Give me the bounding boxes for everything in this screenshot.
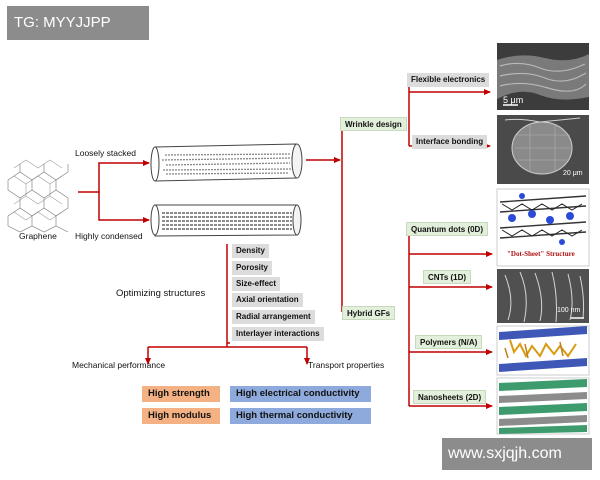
structure-item-axial-orientation: Axial orientation (232, 293, 303, 307)
sem-flexible-image (497, 43, 589, 110)
optimizing-structures-label: Optimizing structures (116, 288, 206, 299)
nanosheet-stack-image (496, 377, 590, 435)
hybrid-gfs-box: Hybrid GFs (342, 306, 396, 320)
structure-item-density: Density (232, 244, 269, 258)
cnt-scale-label: 100 nm (557, 307, 581, 314)
loose-fiber-icon (150, 143, 303, 182)
dot-sheet-structure-image (496, 188, 590, 267)
nanosheets-box: Nanosheets (2D) (413, 390, 487, 404)
sem-interface-image (497, 115, 589, 184)
wrinkle-design-box: Wrinkle design (340, 117, 407, 131)
flexible-electronics-box: Flexible electronics (407, 73, 490, 87)
polymers-box: Polymers (N/A) (415, 335, 483, 349)
structure-item-interlayer-interactions: Interlayer interactions (232, 327, 324, 341)
loosely-stacked-label: Loosely stacked (75, 148, 136, 158)
sem2-scale-label: 20 μm (563, 170, 583, 177)
connector-lines (78, 84, 493, 409)
high-modulus-box: High modulus (142, 408, 220, 424)
high-electrical-conductivity-box: High electrical conductivity (230, 386, 371, 402)
cnts-box: CNTs (1D) (423, 270, 472, 284)
mechanical-performance-label: Mechanical performance (72, 360, 166, 370)
watermark-bottom-right: www.sxjqjh.com (442, 438, 592, 470)
dot-sheet-label: "Dot-Sheet" Structure (507, 250, 575, 258)
sem1-scale-label: 5 μm (503, 95, 524, 105)
highly-condensed-label: Highly condensed (75, 231, 143, 241)
watermark-top-left: TG: MYYJJPP (7, 6, 149, 40)
quantum-dots-box: Quantum dots (0D) (406, 222, 488, 236)
transport-properties-label: Transport properties (308, 360, 385, 370)
structure-item-porosity: Porosity (232, 261, 273, 275)
high-strength-box: High strength (142, 386, 220, 402)
condensed-fiber-icon (150, 204, 302, 237)
interface-bonding-box: Interface bonding (412, 135, 488, 149)
graphene-lattice-icon (7, 159, 69, 233)
structure-item-size-effect: Size-effect (232, 277, 281, 291)
high-thermal-conductivity-box: High thermal conductivity (230, 408, 371, 424)
structure-item-radial-arrangement: Radial arrangement (232, 310, 315, 324)
graphene-label: Graphene (19, 231, 57, 241)
cnt-sem-image (497, 269, 589, 323)
polymer-structure-image (496, 325, 590, 376)
